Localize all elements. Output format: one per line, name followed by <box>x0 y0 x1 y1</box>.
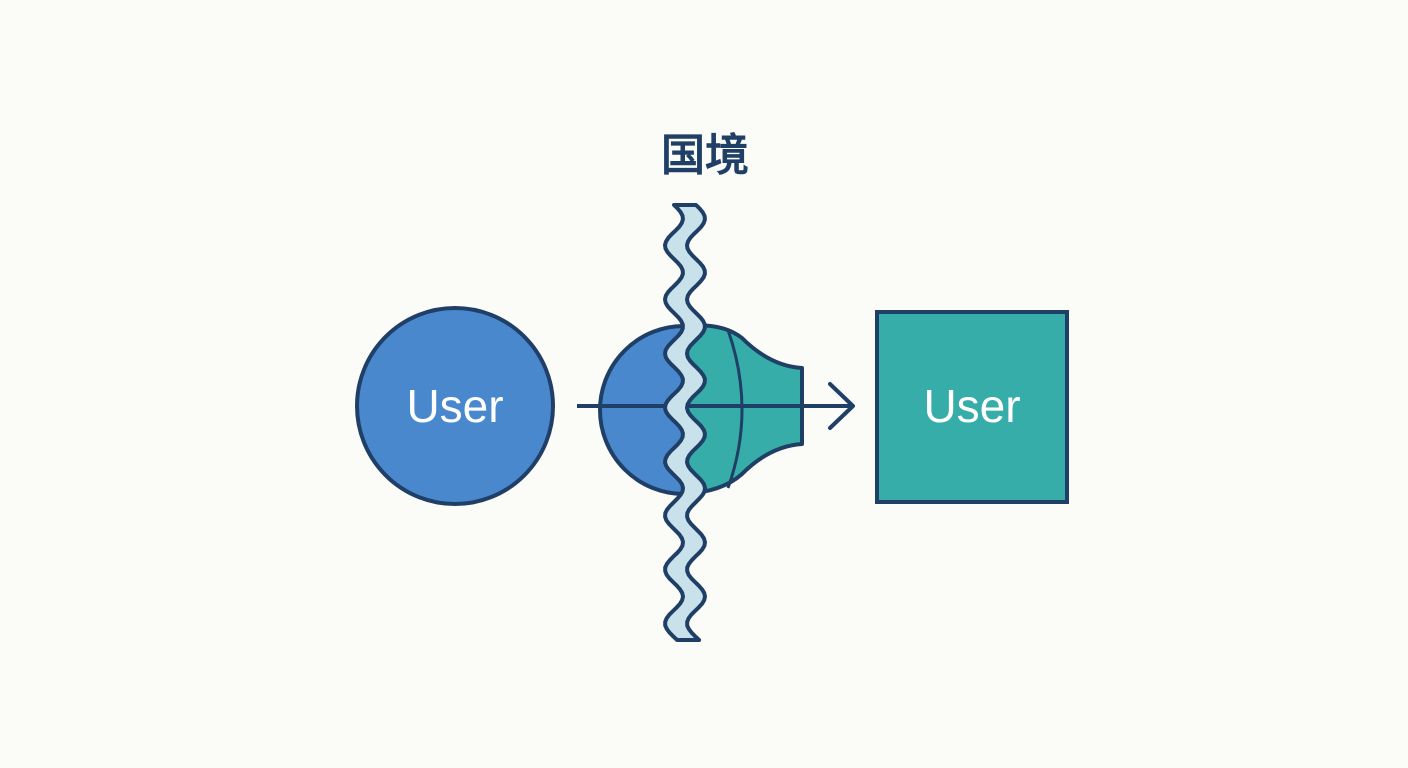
transform-blue-half <box>598 323 686 497</box>
wavy-border-line <box>663 203 707 642</box>
arrow-head <box>828 382 855 430</box>
left-user-node: User <box>355 306 555 506</box>
left-user-label: User <box>406 380 503 432</box>
right-user-square <box>875 310 1069 504</box>
transform-seam <box>726 329 744 489</box>
right-user-label: User <box>923 380 1020 432</box>
right-user-node: User <box>875 310 1069 504</box>
transforming-shape <box>598 323 804 497</box>
arrow-right-icon <box>577 382 855 430</box>
border-title: 国境 <box>661 130 749 181</box>
left-user-circle <box>355 306 555 506</box>
